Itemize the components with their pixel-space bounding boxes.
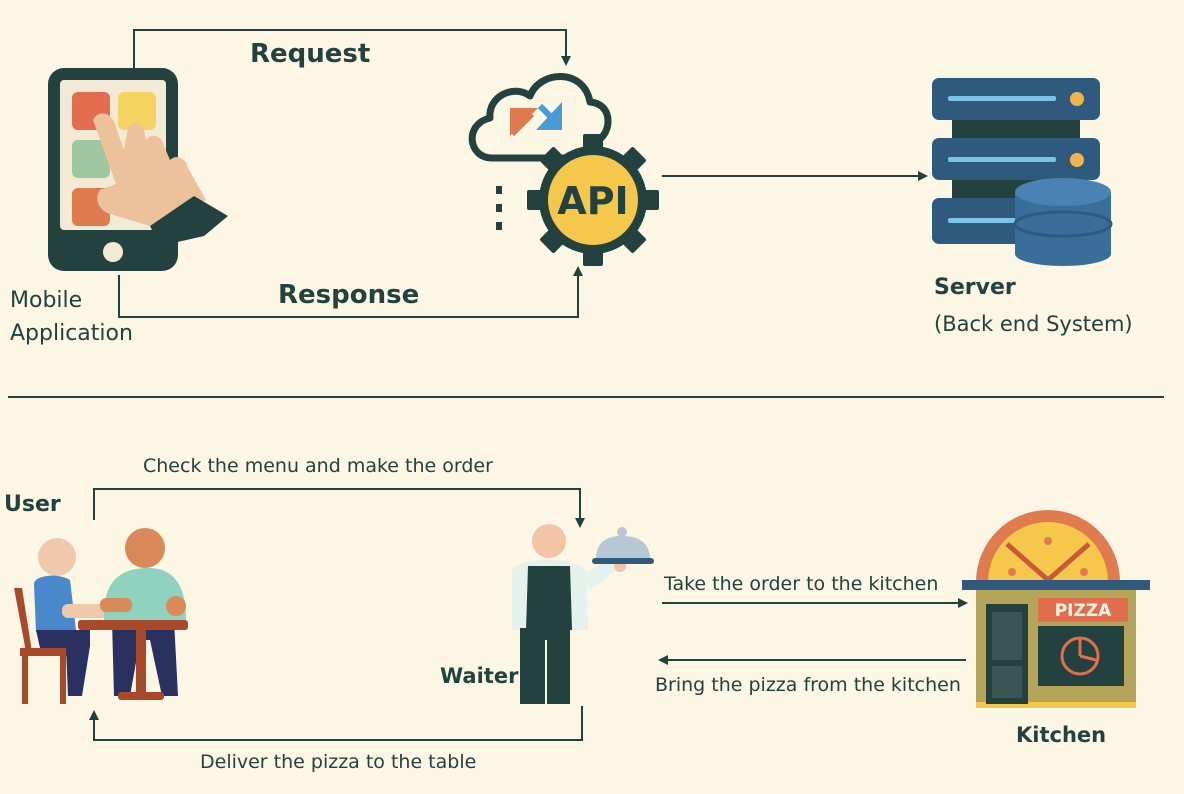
- take-order-label: Take the order to the kitchen: [663, 573, 938, 595]
- request-arrow: [133, 29, 571, 68]
- check-menu-label: Check the menu and make the order: [143, 455, 493, 477]
- waiter-icon: [512, 524, 626, 704]
- pizza-shop-icon: [962, 510, 1150, 708]
- mobile-phone-icon: [48, 68, 228, 271]
- deliver-arrow: [89, 706, 583, 741]
- deliver-label: Deliver the pizza to the table: [200, 751, 476, 773]
- users-at-table-icon: [14, 528, 188, 704]
- database-icon: [1013, 178, 1113, 266]
- waiter-label: Waiter: [440, 664, 519, 688]
- request-label: Request: [250, 39, 370, 69]
- pizza-sign: PIZZA: [1055, 601, 1112, 621]
- api-label: API: [557, 179, 628, 223]
- mobile-label-line2: Application: [10, 321, 133, 346]
- api-gear-icon: [527, 134, 659, 266]
- user-label: User: [4, 492, 61, 517]
- cloud-icon: [468, 73, 612, 162]
- check-menu-arrow: [93, 488, 585, 528]
- response-label: Response: [278, 280, 419, 310]
- response-arrow: [118, 266, 583, 318]
- server-sublabel: (Back end System): [934, 312, 1133, 336]
- server-label: Server: [934, 275, 1016, 300]
- mobile-label-line1: Mobile: [10, 288, 82, 313]
- serving-cloche-icon: [592, 527, 654, 564]
- dots-icon: [496, 186, 502, 230]
- bring-pizza-label: Bring the pizza from the kitchen: [655, 674, 961, 696]
- kitchen-label: Kitchen: [1016, 723, 1106, 747]
